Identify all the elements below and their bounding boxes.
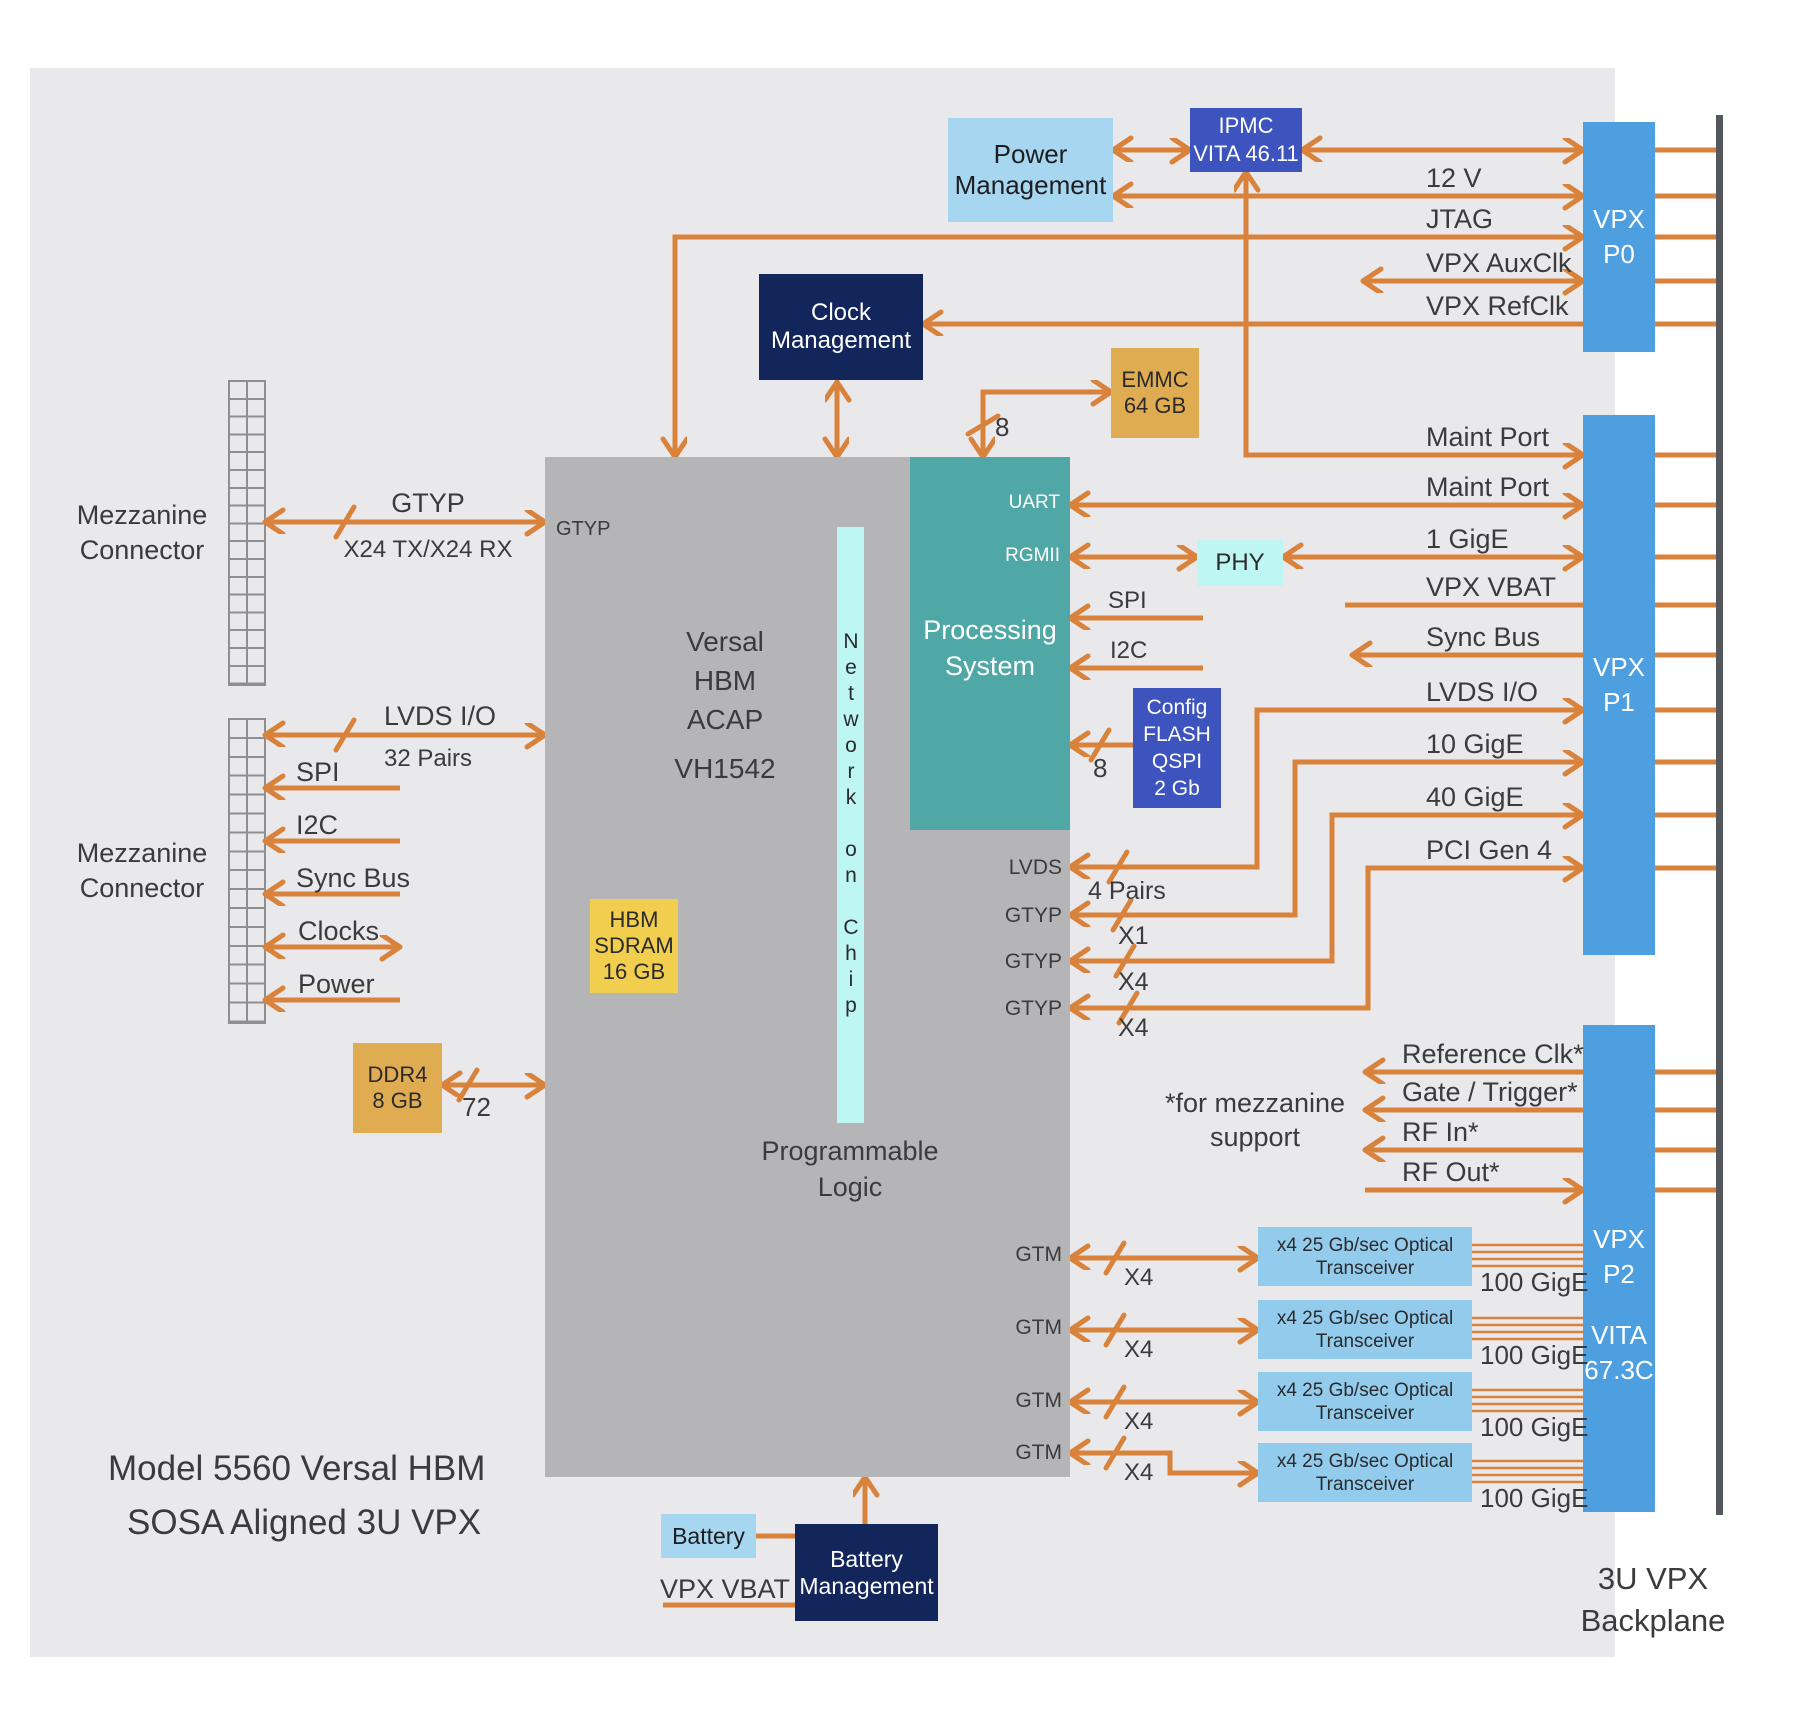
label-x4-a: X4	[1118, 968, 1149, 996]
label-4-pairs: 4 Pairs	[1088, 877, 1166, 905]
label-syncbus-left: Sync Bus	[296, 863, 411, 893]
versal-part-number: VH1542	[674, 753, 776, 784]
port-lvds: LVDS	[1008, 856, 1062, 879]
backplane-bar	[1716, 115, 1723, 1515]
label-pcigen4: PCI Gen 4	[1426, 835, 1553, 865]
port-uart: UART	[1008, 492, 1060, 513]
wire-gtm4	[1070, 1453, 1258, 1473]
label-gtm4-x4: X4	[1124, 1459, 1154, 1486]
vpx-p2-label: VPX P2	[1592, 1224, 1646, 1289]
title-line-1: Model 5560 Versal HBM	[108, 1449, 486, 1488]
port-gtm-3: GTM	[1015, 1389, 1062, 1412]
label-spi-mid: SPI	[1108, 587, 1147, 614]
mezzanine-label-2: Mezzanine Connector	[76, 838, 208, 903]
mezzanine-label-1: Mezzanine Connector	[76, 500, 208, 565]
label-100gige-4: 100 GigE	[1480, 1483, 1589, 1513]
vpx-p0: VPX P0	[1583, 122, 1655, 352]
port-gtm-4: GTM	[1015, 1441, 1062, 1464]
label-i2c-mid: I2C	[1110, 637, 1148, 664]
label-spi-left: SPI	[296, 757, 340, 787]
label-clocks: Clocks	[298, 916, 380, 946]
label-1gige: 1 GigE	[1426, 524, 1509, 554]
label-72: 72	[462, 1092, 491, 1122]
label-refclk: VPX RefClk	[1426, 291, 1569, 321]
label-40gige: 40 GigE	[1426, 782, 1524, 812]
processing-system-label: Processing System	[923, 615, 1057, 681]
backplane-label: 3U VPX Backplane	[1580, 1561, 1726, 1638]
label-10gige: 10 GigE	[1426, 729, 1524, 759]
label-100gige-3: 100 GigE	[1480, 1412, 1589, 1442]
wire-pcigen4-p1	[1070, 868, 1583, 1008]
network-on-chip: Network on Chip	[837, 527, 864, 1123]
port-rgmii: RGMII	[1005, 545, 1060, 566]
wire-ipmc-maintport	[1246, 172, 1583, 455]
optical-transceiver-3: x4 25 Gb/sec Optical Transceiver	[1258, 1372, 1472, 1431]
label-gate-trigger: Gate / Trigger*	[1402, 1077, 1578, 1107]
vpx-p2	[1583, 1025, 1655, 1512]
port-gtyp-3: GTYP	[1004, 997, 1062, 1020]
label-qspi-8: 8	[1093, 753, 1108, 783]
emmc: EMMC 64 GB	[1111, 348, 1199, 438]
label-x24: X24 TX/X24 RX	[343, 536, 513, 563]
label-syncbus-p1: Sync Bus	[1426, 622, 1541, 652]
label-vpx-vbat: VPX VBAT	[1426, 572, 1557, 602]
battery: Battery	[661, 1514, 756, 1558]
port-gtyp-1: GTYP	[1004, 904, 1062, 927]
label-mezzanine-note: *for mezzanine support	[1164, 1088, 1346, 1152]
port-gtyp-left: GTYP	[556, 518, 611, 540]
phy: PHY	[1197, 540, 1283, 586]
label-lvds-io-left: LVDS I/O	[383, 701, 497, 731]
clock-management: Clock Management	[759, 274, 923, 380]
vpx-p1: VPX P1	[1583, 415, 1655, 955]
ipmc: IPMC VITA 46.11	[1190, 108, 1302, 172]
label-auxclk: VPX AuxClk	[1426, 248, 1572, 278]
power-management: Power Management	[948, 118, 1113, 222]
hbm-sdram: HBM SDRAM 16 GB	[590, 899, 678, 993]
title-line-2: SOSA Aligned 3U VPX	[127, 1503, 482, 1542]
ribbon-lanes	[1472, 1243, 1583, 1484]
optical-transceiver-2: x4 25 Gb/sec Optical Transceiver	[1258, 1300, 1472, 1359]
label-gtm2-x4: X4	[1124, 1336, 1154, 1363]
programmable-logic-label: Programmable Logic	[761, 1136, 939, 1202]
ddr4: DDR4 8 GB	[353, 1043, 442, 1133]
vpx-p2-vita-label: VITA 67.3C	[1584, 1320, 1654, 1385]
label-rf-in: RF In*	[1402, 1117, 1479, 1147]
port-gtyp-2: GTYP	[1004, 950, 1062, 973]
port-gtm-2: GTM	[1015, 1316, 1062, 1339]
label-32-pairs: 32 Pairs	[383, 745, 473, 772]
label-gtm1-x4: X4	[1124, 1264, 1154, 1291]
label-x4-b: X4	[1118, 1014, 1149, 1042]
optical-transceiver-1: x4 25 Gb/sec Optical Transceiver	[1258, 1227, 1472, 1286]
label-maintport-2: Maint Port	[1426, 472, 1550, 502]
port-gtm-1: GTM	[1015, 1243, 1062, 1266]
wire-ps-emmc	[983, 392, 1111, 457]
label-jtag: JTAG	[1426, 204, 1493, 234]
label-gtm3-x4: X4	[1124, 1408, 1154, 1435]
bus-slashes	[333, 413, 1140, 1471]
label-power: Power	[298, 969, 375, 999]
label-i2c-left: I2C	[296, 810, 339, 840]
mezzanine-connector-1	[228, 380, 266, 686]
config-flash: Config FLASH QSPI 2 Gb	[1133, 688, 1221, 808]
label-lvds-io-p1: LVDS I/O	[1426, 677, 1539, 707]
processing-system	[910, 457, 1070, 830]
label-100gige-1: 100 GigE	[1480, 1267, 1589, 1297]
optical-transceiver-4: x4 25 Gb/sec Optical Transceiver	[1258, 1443, 1472, 1502]
label-reference-clk: Reference Clk*	[1402, 1039, 1584, 1069]
label-100gige-2: 100 GigE	[1480, 1340, 1589, 1370]
label-gtyp: GTYP	[391, 488, 465, 518]
label-maintport-1: Maint Port	[1426, 422, 1550, 452]
versal-label: Versal HBM ACAP	[686, 626, 764, 735]
battery-management: Battery Management	[795, 1524, 938, 1621]
label-12v: 12 V	[1426, 163, 1482, 193]
label-emmc-8: 8	[995, 412, 1010, 442]
backplane-stubs	[1655, 147, 1717, 1193]
label-vbat-bottom: VPX VBAT	[660, 1574, 791, 1604]
mezzanine-connector-2	[228, 718, 266, 1024]
label-rf-out: RF Out*	[1402, 1157, 1500, 1187]
label-x1: X1	[1118, 922, 1149, 950]
